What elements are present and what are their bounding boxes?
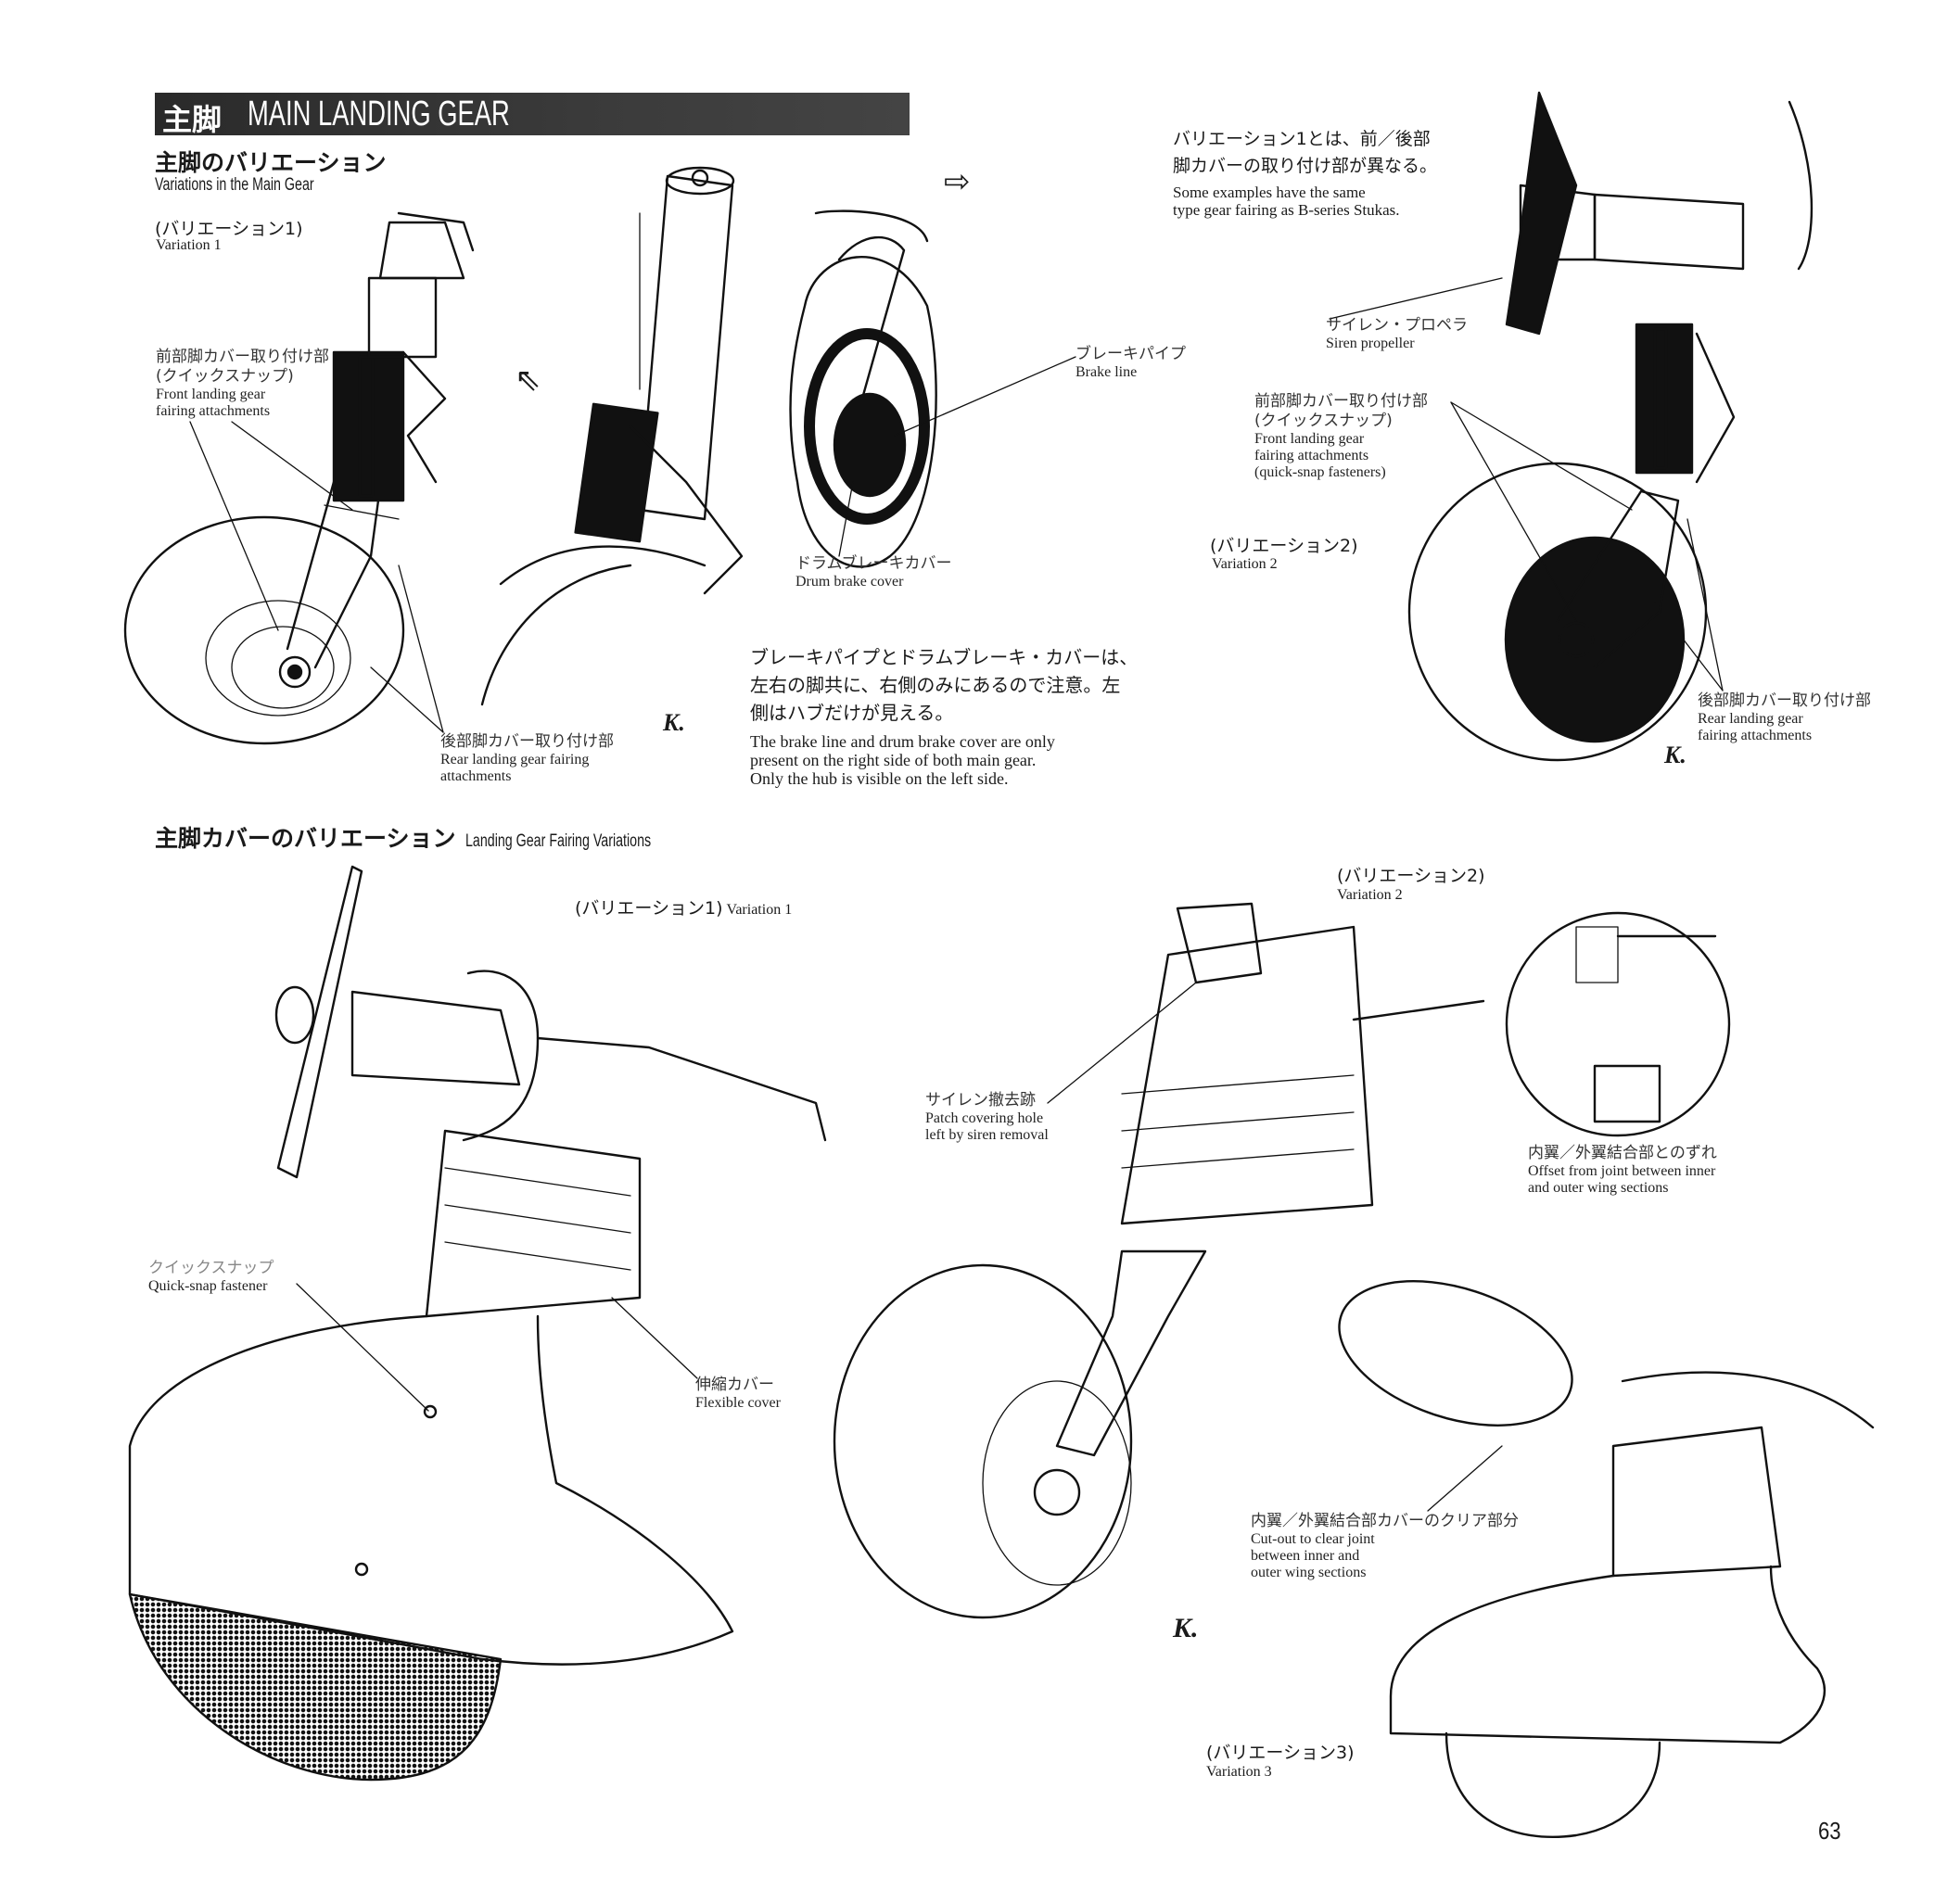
variation2-heading-jp: (バリエーション2) [1210,536,1358,556]
gear-strut-closeup-drawing [480,166,744,706]
fairing-variation1-heading: (バリエーション1) Variation 1 [575,898,793,919]
gear-variation2-drawing [1407,91,1814,762]
section2-title: 主脚カバーのバリエーション Landing Gear Fairing Varia… [155,820,712,854]
label-cutout: 内翼／外翼結合部カバーのクリア部分 Cut-out to clear joint… [1251,1512,1519,1580]
fairing-variation2-heading: (バリエーション2) Variation 2 [1337,866,1485,903]
wheel-drum-brake-drawing [789,209,937,568]
fairing-variation3-drawing [1338,1280,1875,1839]
label-quick-snap: クイックスナップ Quick-snap fastener [148,1259,274,1294]
label-rear-attach-left: 後部脚カバー取り付け部 Rear landing gear fairing at… [440,732,614,784]
variation1-heading-jp: (バリエーション1) [155,219,303,239]
section2-title-en: Landing Gear Fairing Variations [465,831,651,851]
gear-variation1-drawing [123,211,475,745]
artist-signature-2: K. [1664,742,1686,768]
section1-title-en: Variations in the Main Gear [155,175,314,195]
variation1-heading-en: Variation 1 [156,237,222,253]
label-rear-attach-right: 後部脚カバー取り付け部 Rear landing gear fairing at… [1698,691,1871,743]
section2-title-jp: 主脚カバーのバリエーション [155,825,456,852]
label-brake-line: ブレーキパイプ Brake line [1075,345,1186,380]
label-siren-propeller: サイレン・プロペラ Siren propeller [1326,316,1468,351]
section1-title-jp: 主脚のバリエーション [155,149,387,176]
variation-note: バリエーション1とは、前／後部 脚カバーの取り付け部が異なる。 Some exa… [1173,129,1438,219]
fairing-variation3-heading: (バリエーション3) Variation 3 [1206,1743,1355,1780]
label-front-attach-right: 前部脚カバー取り付け部 (クイックスナップ) Front landing gea… [1254,392,1428,480]
label-flexible-cover: 伸縮カバー Flexible cover [695,1376,781,1411]
fairing-variation2-drawing [833,902,1485,1619]
arrow-upleft-icon: ⇖ [515,363,541,398]
brake-note: ブレーキパイプとドラムブレーキ・カバーは、 左右の脚共に、右側のみにあるので注意… [750,646,1139,788]
leader-lines [189,277,1724,1512]
arrow-right-icon: ⇨ [944,165,971,199]
variation2-heading-en: Variation 2 [1212,556,1278,572]
label-drum-brake: ドラムブレーキカバー Drum brake cover [795,554,952,590]
header-bar: 主脚 MAIN LANDING GEAR [155,93,910,137]
header-title-jp: 主脚 [162,102,223,137]
label-offset: 内翼／外翼結合部とのずれ Offset from joint between i… [1528,1144,1717,1196]
fairing-variation1-drawing [128,865,827,1782]
wing-joint-detail-drawing [1505,911,1731,1137]
artist-signature-1: K. [663,709,685,736]
label-patch: サイレン撤去跡 Patch covering hole left by sire… [925,1091,1049,1143]
label-front-attach-left: 前部脚カバー取り付け部 (クイックスナップ) Front landing gea… [156,348,329,419]
header-title-en: MAIN LANDING GEAR [248,95,510,133]
artist-signature-3: K. [1173,1613,1199,1643]
page-number: 63 [1818,1817,1841,1845]
